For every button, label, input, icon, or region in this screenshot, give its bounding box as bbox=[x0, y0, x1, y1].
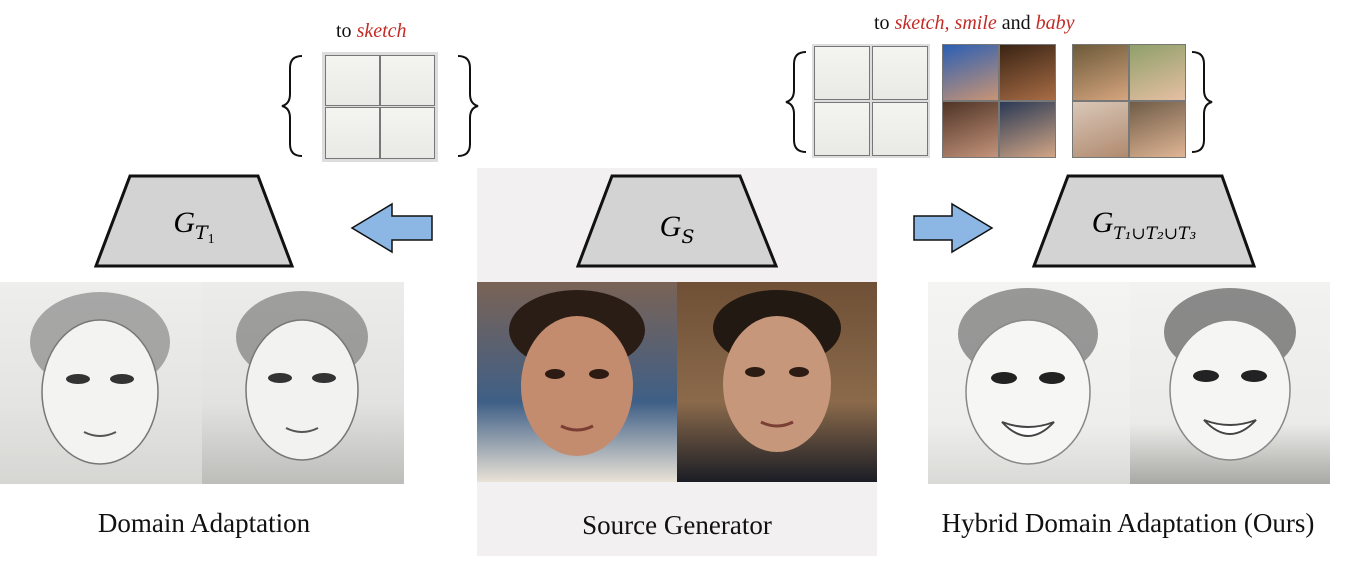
left-brace-group bbox=[281, 55, 479, 157]
hybrid-generator-label: GT₁∪T₂∪T₃ bbox=[1092, 206, 1197, 244]
left-brace-icon bbox=[785, 51, 807, 153]
hybrid-generator-trapezoid bbox=[1031, 174, 1257, 268]
baby-thumb bbox=[1072, 101, 1129, 158]
right-sketch-grid bbox=[812, 44, 930, 158]
sketch-thumb bbox=[325, 55, 380, 106]
baby-thumb bbox=[1072, 44, 1129, 101]
smile-thumb bbox=[999, 44, 1056, 101]
left-caption: Domain Adaptation bbox=[97, 508, 311, 538]
right-smile-grid bbox=[942, 44, 1056, 158]
hybrid-output-image-2 bbox=[1130, 282, 1330, 484]
right-brace-icon bbox=[1191, 51, 1213, 153]
sketch-thumb bbox=[380, 55, 435, 106]
source-output-image-1 bbox=[477, 282, 677, 482]
baby-thumb bbox=[1129, 101, 1186, 158]
sketch-thumb bbox=[872, 46, 928, 100]
sketch-thumb bbox=[325, 107, 380, 159]
smile-thumb bbox=[942, 101, 999, 158]
sketch-thumb bbox=[814, 46, 870, 100]
left-thumbnail-grid bbox=[322, 52, 438, 162]
right-baby-grid bbox=[1072, 44, 1186, 158]
right-brace-icon bbox=[457, 55, 479, 157]
right-target-label: to sketch, smile and baby bbox=[874, 12, 1075, 34]
left-output-image-1 bbox=[0, 282, 202, 484]
right-brace-group bbox=[785, 51, 1213, 153]
smile-thumb bbox=[942, 44, 999, 101]
sketch-thumb bbox=[380, 107, 435, 159]
hybrid-output-image-1 bbox=[928, 282, 1130, 484]
baby-thumb bbox=[1129, 44, 1186, 101]
source-generator-label: GS bbox=[660, 210, 695, 248]
left-brace-icon bbox=[281, 55, 303, 157]
source-generator-trapezoid bbox=[575, 174, 779, 268]
left-target-label: to sketch bbox=[336, 20, 407, 42]
smile-thumb bbox=[999, 101, 1056, 158]
left-generator-label: GT1 bbox=[173, 206, 214, 247]
sketch-thumb bbox=[872, 102, 928, 156]
source-output-image-2 bbox=[677, 282, 877, 482]
right-arrow-icon bbox=[913, 202, 994, 254]
left-output-image-2 bbox=[202, 282, 404, 484]
left-generator-trapezoid bbox=[93, 174, 295, 268]
generator-row: GT1 GS GT₁∪T₂∪T₃ bbox=[93, 174, 1257, 268]
sketch-thumb bbox=[814, 102, 870, 156]
center-caption: Source Generator bbox=[582, 510, 772, 540]
left-arrow-icon bbox=[350, 202, 433, 254]
right-caption: Hybrid Domain Adaptation (Ours) bbox=[941, 508, 1315, 538]
